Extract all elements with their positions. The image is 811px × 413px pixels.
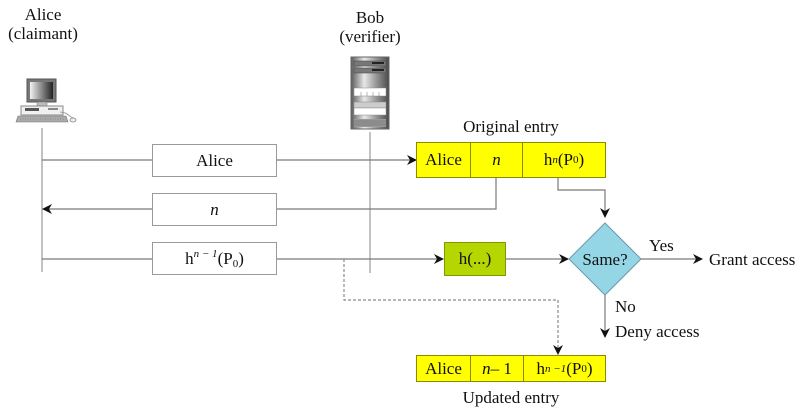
alice-actor-label: Alice (claimant) bbox=[2, 5, 84, 43]
updated-entry-caption: Updated entry bbox=[462, 388, 560, 407]
updated-entry-counter: n – 1 bbox=[471, 356, 524, 381]
bob-name: Bob bbox=[355, 8, 385, 27]
decision-diamond bbox=[568, 222, 642, 296]
alice-role: (claimant) bbox=[8, 24, 78, 43]
hash-function-box: h(...) bbox=[444, 242, 506, 276]
decision-yes-label: Yes bbox=[649, 236, 674, 255]
bob-role: (verifier) bbox=[339, 27, 401, 46]
updated-entry-name: Alice bbox=[417, 356, 471, 381]
stored-hash-to-decision-line bbox=[557, 178, 610, 218]
deny-access-outcome: Deny access bbox=[615, 322, 700, 341]
grant-access-outcome: Grant access bbox=[709, 250, 796, 269]
decision-label: Same? bbox=[582, 250, 628, 269]
decision-no-label: No bbox=[615, 297, 636, 316]
alice-name: Alice bbox=[24, 5, 62, 24]
original-entry-name: Alice bbox=[417, 143, 471, 177]
hash-function-label: h(...) bbox=[458, 249, 492, 268]
desktop-computer-icon bbox=[15, 78, 77, 123]
update-dashed-line bbox=[343, 259, 563, 355]
bob-actor-label: Bob (verifier) bbox=[329, 8, 411, 46]
message-counter-text: n bbox=[210, 199, 219, 219]
message-hash-text: hn − 1(P0) bbox=[185, 247, 244, 270]
message-box-username: Alice bbox=[152, 144, 277, 177]
msg-2-line-right bbox=[277, 178, 497, 210]
message-box-hash: hn − 1(P0) bbox=[152, 242, 277, 275]
message-box-counter: n bbox=[152, 193, 277, 226]
original-entry-caption: Original entry bbox=[463, 117, 559, 136]
original-entry-counter: n bbox=[471, 143, 523, 177]
server-tower-icon bbox=[350, 56, 390, 130]
message-username-text: Alice bbox=[196, 150, 233, 170]
